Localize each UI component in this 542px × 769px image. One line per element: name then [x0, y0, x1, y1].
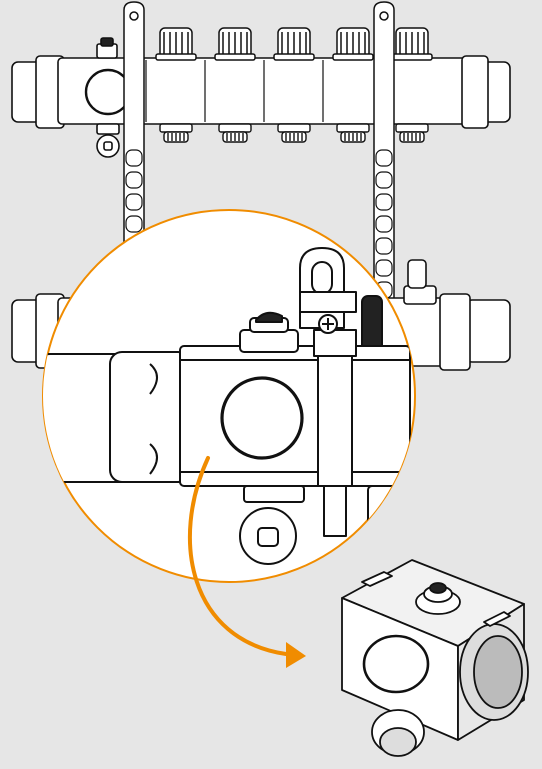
top-port-knobs — [155, 27, 433, 61]
port-fitting-icon — [336, 123, 370, 143]
air-vent-valve-zoom — [239, 311, 338, 353]
port-fitting-icon — [277, 123, 311, 143]
port-fitting-icon — [395, 123, 429, 143]
isolated-fitting-3d — [341, 559, 529, 757]
port-knob-icon — [214, 27, 256, 61]
top-manifold-bar — [11, 37, 511, 158]
drain-valve-zoom — [239, 485, 305, 565]
top-port-fittings — [159, 123, 429, 143]
port-knob-icon — [155, 27, 197, 61]
drain-valve-top — [96, 123, 120, 158]
port-fitting-icon — [159, 123, 193, 143]
curved-arrow-icon — [188, 456, 306, 668]
port-knob-icon — [391, 27, 433, 61]
port-fitting-icon — [218, 123, 252, 143]
zoom-detail-circle — [42, 209, 416, 583]
port-knob-icon — [332, 27, 374, 61]
port-knob-icon — [273, 27, 315, 61]
